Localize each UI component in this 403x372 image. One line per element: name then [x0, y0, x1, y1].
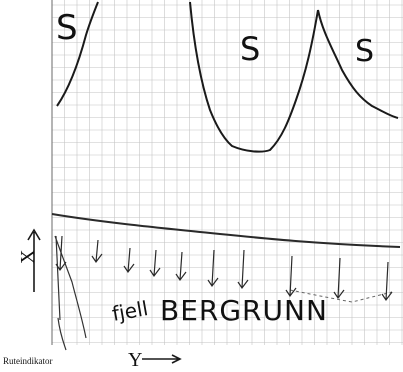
bedrock-wall — [55, 236, 86, 350]
profile-curve-middle — [190, 2, 318, 152]
y-axis-arrow — [142, 355, 180, 363]
terrain-line — [52, 214, 400, 247]
section-label-3: S — [355, 34, 374, 69]
marker-group — [56, 236, 392, 300]
root-marker — [92, 240, 102, 262]
root-marker — [124, 248, 134, 272]
section-label-1: S — [56, 8, 78, 48]
legend-label: Ruteindikator — [3, 356, 53, 366]
root-marker — [334, 258, 344, 298]
root-marker — [176, 252, 186, 280]
section-label-2: S — [240, 30, 260, 68]
axis-x-label: X — [17, 250, 40, 264]
root-marker — [208, 250, 218, 286]
bedrock-label: BERGRUNN — [160, 294, 328, 327]
root-marker — [150, 250, 160, 276]
